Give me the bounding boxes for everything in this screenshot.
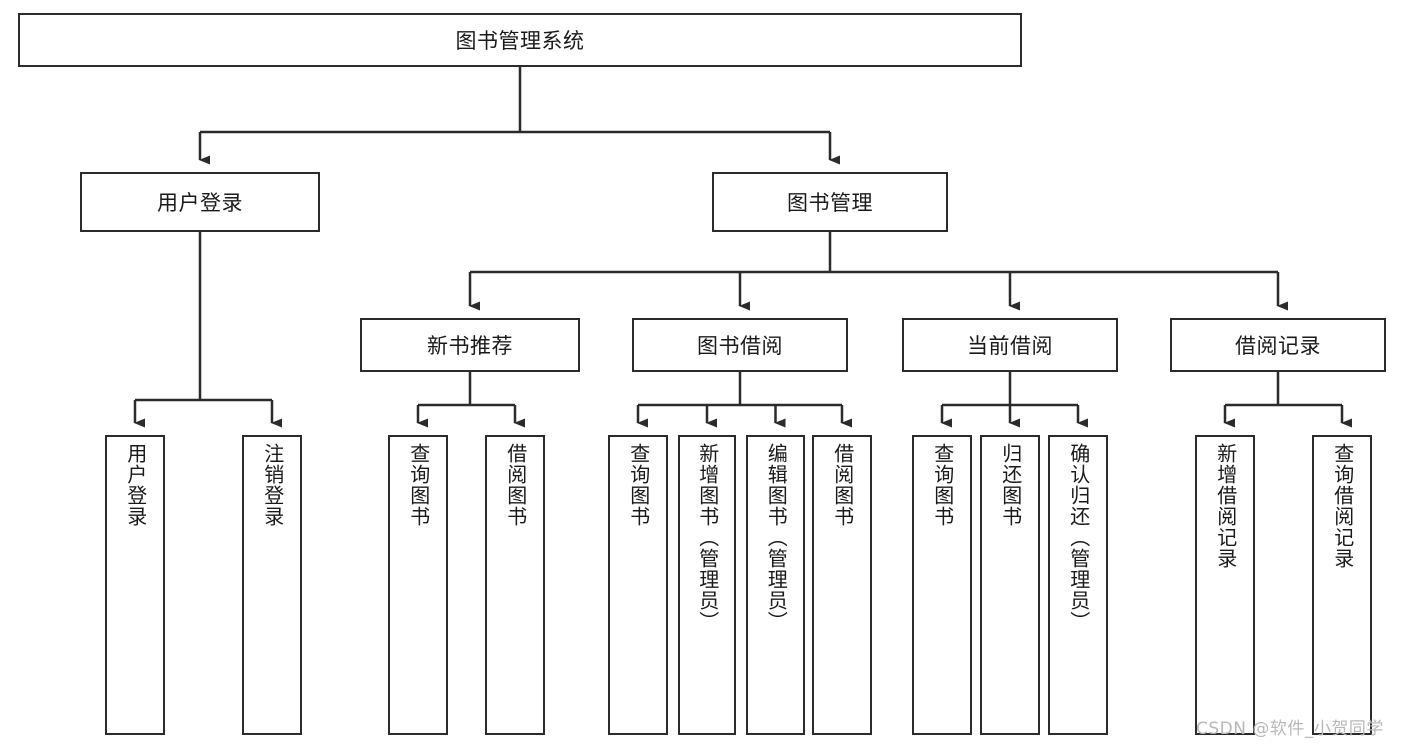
node-label: 查询借阅记录 [1330,443,1355,569]
node-root[interactable]: 图书管理系统 [18,13,1022,67]
node-label: 借阅记录 [1235,334,1321,358]
node-label: 查询图书 [626,443,651,527]
node-level2-3[interactable]: 借阅记录 [1170,318,1386,372]
node-leaf-8[interactable]: 查询图书 [912,435,972,735]
node-leaf-11[interactable]: 新增借阅记录 [1195,435,1255,735]
node-label: 用户登录 [157,191,243,215]
node-level2-2[interactable]: 当前借阅 [902,318,1118,372]
node-level1-1[interactable]: 图书管理 [712,172,948,232]
csdn-watermark: CSDN @软件_小贺同学 [1196,719,1384,739]
node-label: 用户登录 [123,443,148,527]
node-leaf-5[interactable]: 新增图书（管理员） [678,435,736,735]
node-leaf-0[interactable]: 用户登录 [105,435,165,735]
node-leaf-12[interactable]: 查询借阅记录 [1312,435,1372,735]
node-level2-1[interactable]: 图书借阅 [632,318,848,372]
node-level2-0[interactable]: 新书推荐 [360,318,580,372]
node-label: 查询图书 [930,443,955,527]
node-label: 图书借阅 [697,334,783,358]
node-label: 归还图书 [998,443,1023,527]
node-label: 借阅图书 [830,443,855,527]
node-label: 新书推荐 [427,334,513,358]
node-label: 注销登录 [260,443,285,527]
node-label: 编辑图书（管理员） [764,443,789,632]
node-leaf-2[interactable]: 查询图书 [388,435,448,735]
node-leaf-4[interactable]: 查询图书 [608,435,668,735]
node-leaf-3[interactable]: 借阅图书 [485,435,545,735]
node-leaf-9[interactable]: 归还图书 [980,435,1040,735]
node-label: 查询图书 [406,443,431,527]
node-label: 借阅图书 [503,443,528,527]
node-label: 当前借阅 [967,334,1053,358]
node-label: 确认归还（管理员） [1066,443,1091,632]
node-leaf-6[interactable]: 编辑图书（管理员） [746,435,805,735]
node-leaf-10[interactable]: 确认归还（管理员） [1048,435,1108,735]
node-label: 图书管理系统 [455,29,585,53]
node-level1-0[interactable]: 用户登录 [80,172,320,232]
node-leaf-7[interactable]: 借阅图书 [812,435,872,735]
node-label: 图书管理 [787,191,873,215]
node-leaf-1[interactable]: 注销登录 [242,435,302,735]
node-label: 新增借阅记录 [1213,443,1238,569]
node-label: 新增图书（管理员） [695,443,720,632]
